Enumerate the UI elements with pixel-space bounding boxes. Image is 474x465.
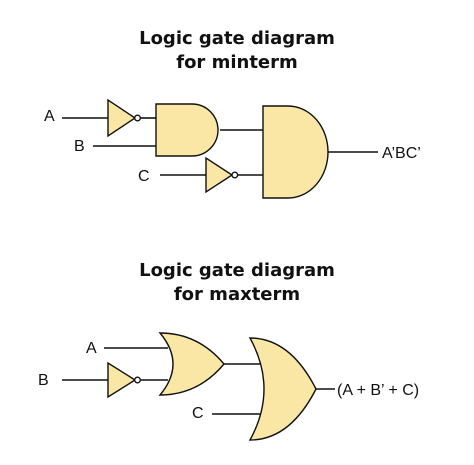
minterm-and-gate-2 [262,105,329,199]
minterm-title-line2: for minterm [176,52,298,73]
inversion-bubble [134,376,141,384]
maxterm-input-a-label: A [86,340,97,357]
minterm-not-gate-a [107,98,141,138]
maxterm-title-line2: for maxterm [174,284,300,305]
maxterm-or-gate-1 [158,332,225,396]
minterm-wires [62,117,378,176]
minterm-input-b-label: B [74,138,85,155]
maxterm-not-gate-b [107,361,141,399]
minterm-title-line1: Logic gate diagram [139,28,335,49]
maxterm-input-b-label: B [38,372,49,389]
minterm-diagram: Logic gate diagram for minterm A B C [44,28,421,199]
maxterm-or-gate-2 [248,337,317,441]
minterm-output-label: A’BC’ [382,145,421,162]
not-gate-icon [205,156,234,194]
maxterm-diagram: Logic gate diagram for maxterm A B C (A … [38,260,419,441]
maxterm-input-c-label: C [192,405,204,422]
not-gate-icon [107,98,137,138]
minterm-not-gate-c [205,156,239,194]
minterm-and-gate-1 [155,103,219,157]
inversion-bubble [231,171,239,179]
maxterm-output-label: (A + B’ + C) [337,382,419,399]
minterm-input-a-label: A [44,108,55,125]
not-gate-icon [107,361,137,399]
minterm-input-c-label: C [138,168,150,185]
maxterm-wires [62,347,335,415]
maxterm-title-line1: Logic gate diagram [139,260,335,281]
inversion-bubble [134,114,141,122]
